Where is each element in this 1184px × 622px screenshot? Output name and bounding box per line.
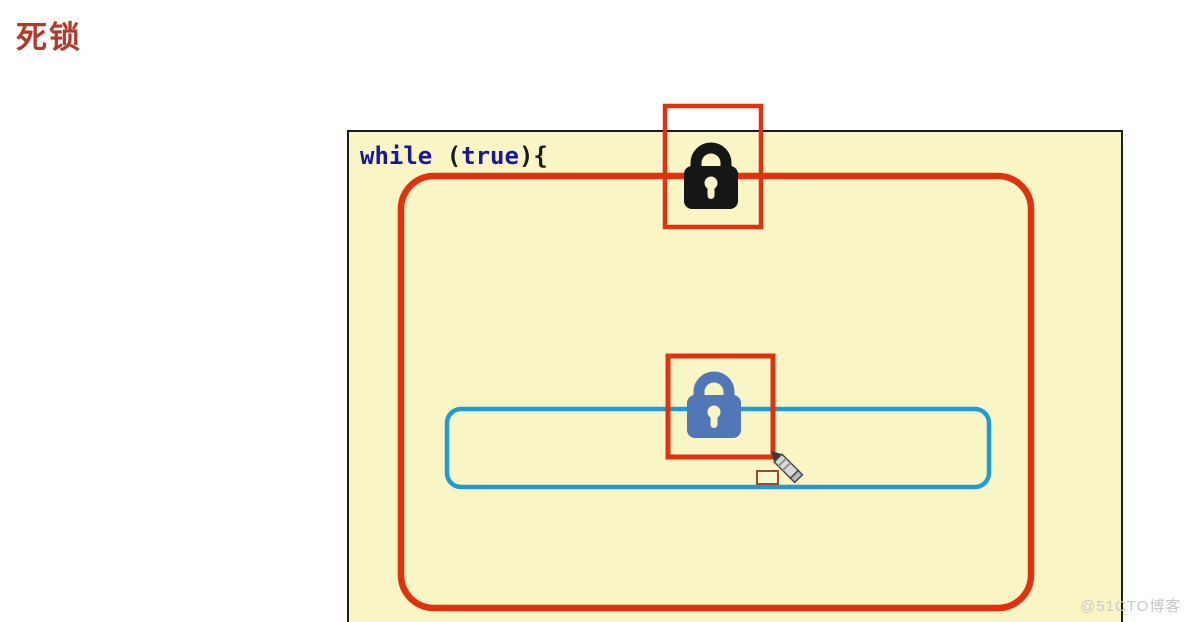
code-punct-close: ){ — [518, 142, 548, 170]
code-panel — [347, 130, 1123, 622]
code-line: while (true){ — [360, 142, 548, 170]
page-title: 死锁 — [16, 20, 82, 55]
code-punct-open: ( — [432, 142, 462, 170]
watermark: @51CTO博客 — [1080, 598, 1182, 615]
code-keyword-while: while — [360, 142, 433, 170]
code-keyword-true: true — [461, 142, 519, 170]
